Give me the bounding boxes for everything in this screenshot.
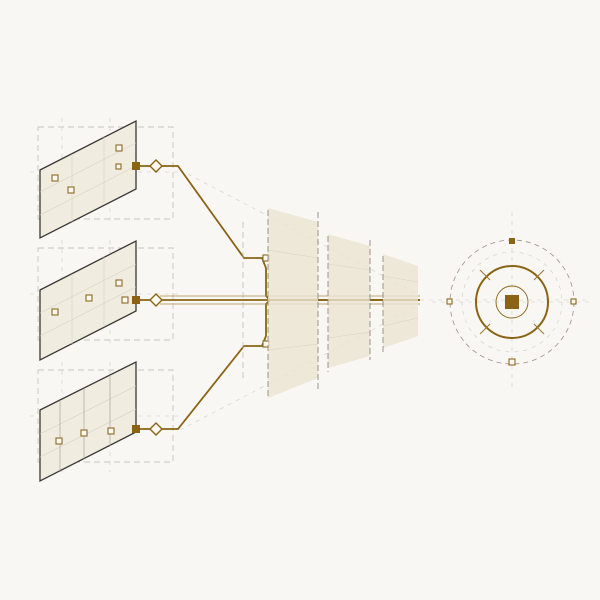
panel-node: [115, 163, 122, 170]
connector-diamond: [149, 293, 163, 307]
reticle-marker-bottom: [508, 358, 516, 366]
input-panel-3: [39, 360, 137, 483]
connector-diamond: [149, 159, 163, 173]
connector-endpoint: [132, 296, 140, 304]
input-panel-2: [39, 239, 137, 362]
projection-plane-3: [383, 254, 418, 348]
reticle-center-marker: [505, 295, 519, 309]
panel-node: [107, 427, 115, 435]
panel-node: [51, 174, 59, 182]
reticle-marker-right: [570, 298, 577, 305]
reticle-marker-top: [509, 238, 515, 244]
panel-node: [115, 144, 123, 152]
connector-endpoint: [132, 425, 140, 433]
panel-node: [85, 294, 93, 302]
input-panel-1: [39, 119, 137, 240]
panel-node: [55, 437, 63, 445]
reticle-marker-left: [446, 298, 453, 305]
panel-node: [115, 279, 123, 287]
target-reticle: [432, 212, 590, 392]
panel-node: [51, 308, 59, 316]
connector-diamond: [149, 422, 163, 436]
connector-endpoint: [132, 162, 140, 170]
projection-plane-1: [268, 208, 318, 398]
panel-node: [80, 429, 88, 437]
panel-node: [121, 296, 129, 304]
panel-node: [67, 186, 75, 194]
projection-planes: [242, 208, 419, 398]
projection-plane-2: [328, 234, 370, 368]
